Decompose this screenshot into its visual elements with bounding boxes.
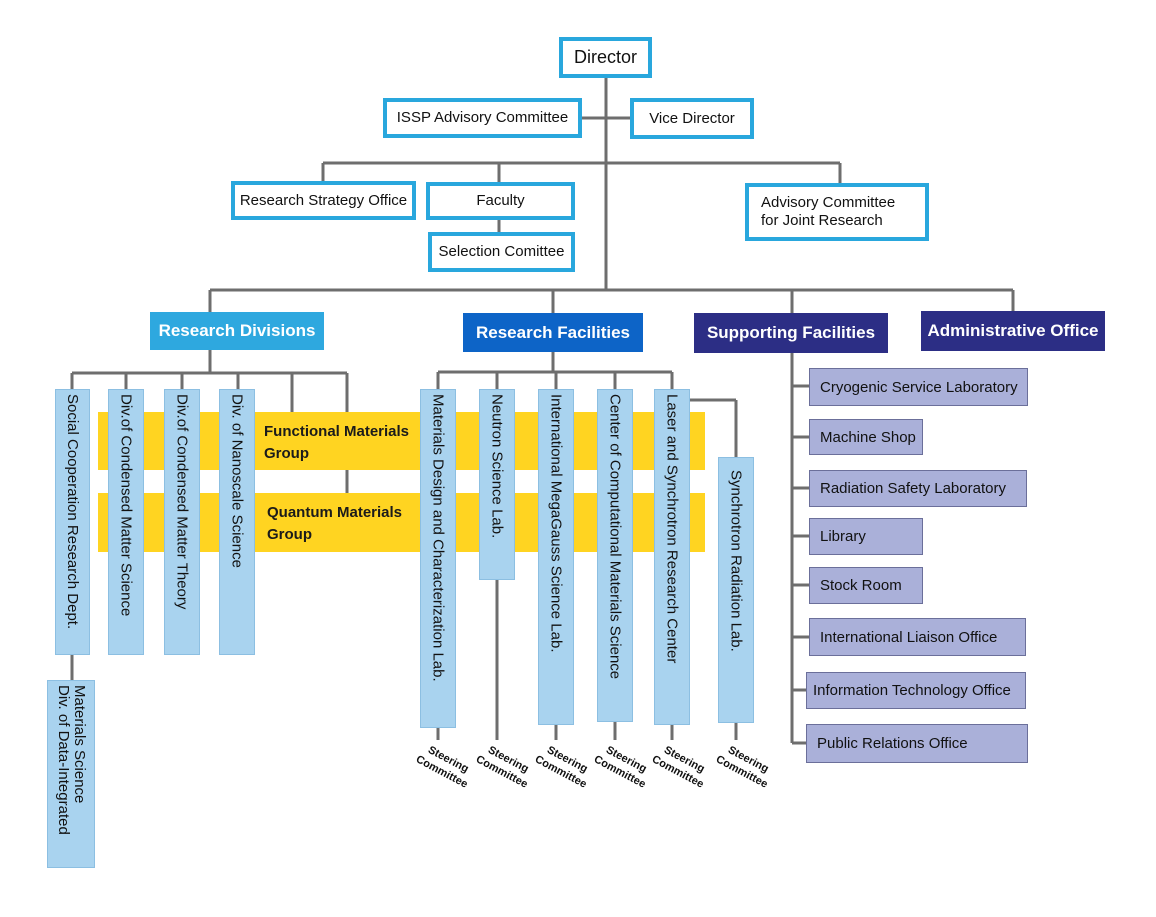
administrative-office-label: Administrative Office (927, 321, 1099, 340)
support-item-stock-room: Stock Room (809, 567, 923, 604)
joint-research-line1: Advisory Committee (761, 194, 896, 211)
synchrotron-radiation-lab-bar: Synchrotron Radiation Lab. (718, 457, 754, 723)
advisory-committee-label: ISSP Advisory Committee (396, 109, 569, 126)
computational-center-bar: Center of Computational Materials Scienc… (597, 389, 633, 722)
condensed-matter-science-bar: Div.of Condensed Matter Science (108, 389, 144, 655)
support-item-label: Information Technology Office (813, 682, 1011, 699)
director-box: Director (559, 37, 652, 78)
social-cooperation-label: Social Cooperation Research Dept. (64, 394, 81, 630)
support-item-label: Machine Shop (820, 428, 916, 446)
support-item-information-technology: Information Technology Office (806, 672, 1026, 709)
supporting-facilities-header: Supporting Facilities (694, 313, 888, 353)
data-integrated-line1: Div. of Data-Integrated (55, 685, 73, 835)
nanoscale-science-bar: Div. of Nanoscale Science (219, 389, 255, 655)
vice-director-box: Vice Director (630, 98, 754, 139)
nanoscale-science-label: Div. of Nanoscale Science (228, 394, 246, 568)
joint-research-committee-box: Advisory Committee for Joint Research (745, 183, 929, 241)
computational-center-label: Center of Computational Materials Scienc… (606, 394, 624, 680)
materials-design-lab-bar: Materials Design and Characterization La… (420, 389, 456, 728)
support-item-international-liaison: International Liaison Office (809, 618, 1026, 656)
support-item-label: Stock Room (820, 577, 902, 594)
research-facilities-header: Research Facilities (463, 313, 643, 352)
support-item-label: International Liaison Office (820, 628, 998, 646)
quantum-line2: Group (267, 525, 312, 543)
support-item-label: Public Relations Office (817, 735, 968, 752)
functional-line1: Functional Materials (264, 423, 410, 440)
functional-line2: Group (264, 444, 309, 462)
advisory-committee-box: ISSP Advisory Committee (383, 98, 582, 138)
data-integrated-bar: Div. of Data-Integrated Materials Scienc… (47, 680, 95, 868)
selection-committee-label: Selection Comittee (438, 243, 565, 260)
research-facilities-label: Research Facilities (475, 322, 631, 342)
support-item-label: Cryogenic Service Laboratory (820, 378, 1018, 396)
neutron-science-lab-label: Neutron Science Lab. (488, 394, 506, 539)
materials-design-lab-label: Materials Design and Characterization La… (429, 394, 447, 682)
data-integrated-line2: Materials Science (70, 685, 88, 804)
synchrotron-radiation-lab-label: Synchrotron Radiation Lab. (727, 470, 745, 652)
support-item-library: Library (809, 518, 923, 555)
support-item-cryogenic: Cryogenic Service Laboratory (809, 368, 1028, 406)
functional-materials-group-label: Functional Materials Group (264, 421, 409, 465)
neutron-science-lab-bar: Neutron Science Lab. (479, 389, 515, 580)
condensed-matter-theory-bar: Div.of Condensed Matter Theory (164, 389, 200, 655)
vice-director-label: Vice Director (649, 109, 735, 127)
support-item-label: Library (820, 528, 866, 545)
selection-committee-box: Selection Comittee (428, 232, 575, 272)
research-divisions-label: Research Divisions (158, 321, 316, 340)
condensed-matter-theory-label: Div.of Condensed Matter Theory (173, 394, 191, 610)
director-label: Director (573, 46, 637, 67)
support-item-machine-shop: Machine Shop (809, 419, 923, 455)
social-cooperation-bar: Social Cooperation Research Dept. (55, 389, 90, 655)
support-item-radiation-safety: Radiation Safety Laboratory (809, 470, 1027, 507)
megagauss-lab-label: International MegaGauss Science Lab. (547, 394, 565, 653)
supporting-facilities-label: Supporting Facilities (706, 323, 876, 342)
administrative-office-header: Administrative Office (921, 311, 1105, 351)
quantum-line1: Quantum Materials (267, 504, 403, 521)
condensed-matter-science-label: Div.of Condensed Matter Science (117, 394, 135, 617)
research-strategy-office-box: Research Strategy Office (231, 181, 416, 220)
support-item-public-relations: Public Relations Office (806, 724, 1028, 763)
laser-synchrotron-center-bar: Laser and Synchrotron Research Center (654, 389, 690, 725)
joint-research-line2: for Joint Research (761, 212, 883, 229)
quantum-materials-group-label: Quantum Materials Group (267, 502, 402, 546)
research-strategy-office-label: Research Strategy Office (239, 191, 408, 209)
faculty-box: Faculty (426, 182, 575, 220)
laser-synchrotron-center-label: Laser and Synchrotron Research Center (663, 394, 681, 664)
megagauss-lab-bar: International MegaGauss Science Lab. (538, 389, 574, 725)
faculty-label: Faculty (476, 192, 525, 209)
support-item-label: Radiation Safety Laboratory (820, 480, 1006, 497)
research-divisions-header: Research Divisions (150, 312, 324, 350)
